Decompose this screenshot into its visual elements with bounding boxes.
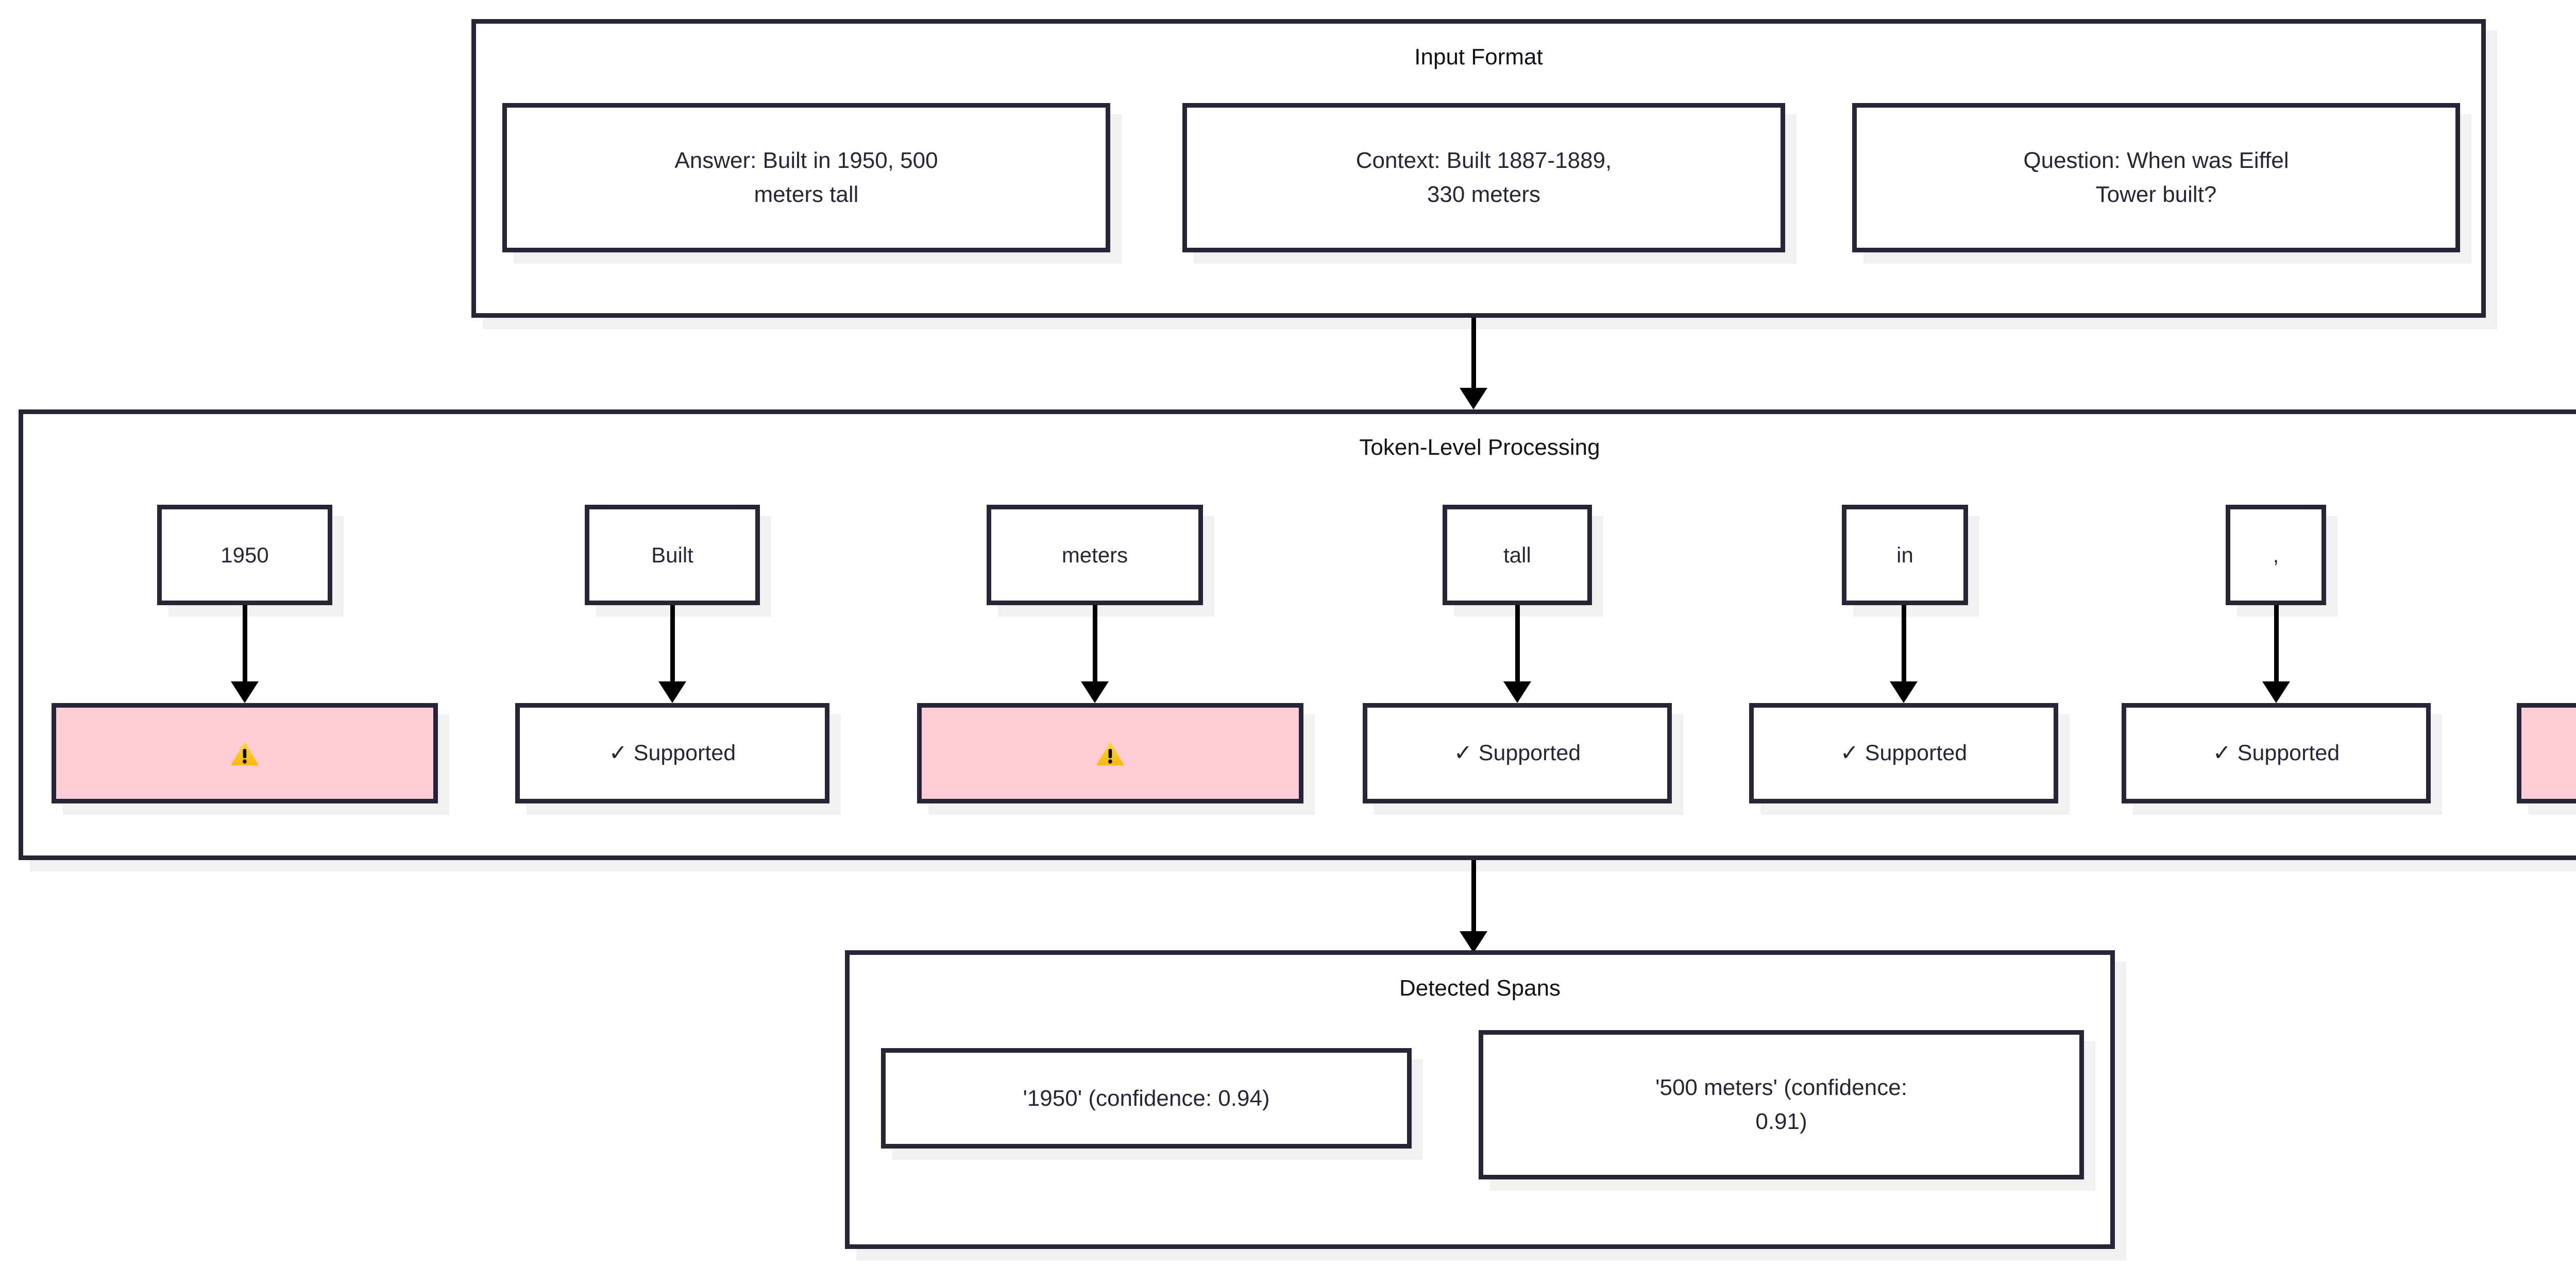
token-box-comma: , — [2226, 505, 2326, 605]
token-label-1950: 1950 — [221, 543, 269, 567]
input-context-box: Context: Built 1887-1889, 330 meters — [1182, 103, 1785, 252]
token-label-meters: meters — [1061, 543, 1128, 567]
token-label-comma: , — [2273, 543, 2279, 567]
status-box-comma: ✓ Supported — [2122, 703, 2431, 803]
arrow-token-to-spans — [1458, 860, 1489, 953]
detected-span-1950-label: '1950' (confidence: 0.94) — [1023, 1085, 1270, 1111]
token-box-1950: 1950 — [157, 505, 332, 605]
warning-icon — [230, 740, 260, 767]
status-label-comma: ✓ Supported — [2212, 741, 2340, 766]
input-format-title: Input Format — [1414, 44, 1543, 70]
token-label-tall: tall — [1503, 543, 1531, 567]
detected-span-500-meters: '500 meters' (confidence: 0.91) — [1479, 1030, 2084, 1179]
status-box-tall: ✓ Supported — [1363, 703, 1672, 803]
token-box-meters: meters — [987, 505, 1203, 605]
status-box-1950 — [52, 703, 438, 803]
token-box-tall: tall — [1443, 505, 1592, 605]
warning-icon — [1095, 740, 1125, 767]
status-label-in: ✓ Supported — [1840, 741, 1968, 766]
token-level-processing-title: Token-Level Processing — [1359, 435, 1600, 460]
input-answer-label: Answer: Built in 1950, 500 meters tall — [674, 148, 938, 207]
status-box-500 — [2517, 703, 2576, 803]
status-label-built: ✓ Supported — [608, 741, 736, 766]
input-question-label: Question: When was Eiffel Tower built? — [2023, 148, 2289, 207]
token-box-built: Built — [585, 505, 760, 605]
arrow-input-to-token — [1458, 318, 1489, 409]
detected-spans-title: Detected Spans — [1399, 975, 1561, 1001]
token-label-built: Built — [651, 543, 693, 567]
input-context-label: Context: Built 1887-1889, 330 meters — [1355, 148, 1612, 207]
input-answer-box: Answer: Built in 1950, 500 meters tall — [502, 103, 1110, 252]
status-box-meters — [917, 703, 1303, 803]
detected-span-500-meters-label: '500 meters' (confidence: 0.91) — [1655, 1075, 1907, 1134]
status-box-in: ✓ Supported — [1749, 703, 2058, 803]
token-box-in: in — [1842, 505, 1968, 605]
status-label-tall: ✓ Supported — [1453, 741, 1581, 766]
input-question-box: Question: When was Eiffel Tower built? — [1852, 103, 2460, 252]
status-box-built: ✓ Supported — [515, 703, 829, 803]
detected-span-1950: '1950' (confidence: 0.94) — [881, 1048, 1412, 1149]
token-label-in: in — [1896, 543, 1913, 567]
